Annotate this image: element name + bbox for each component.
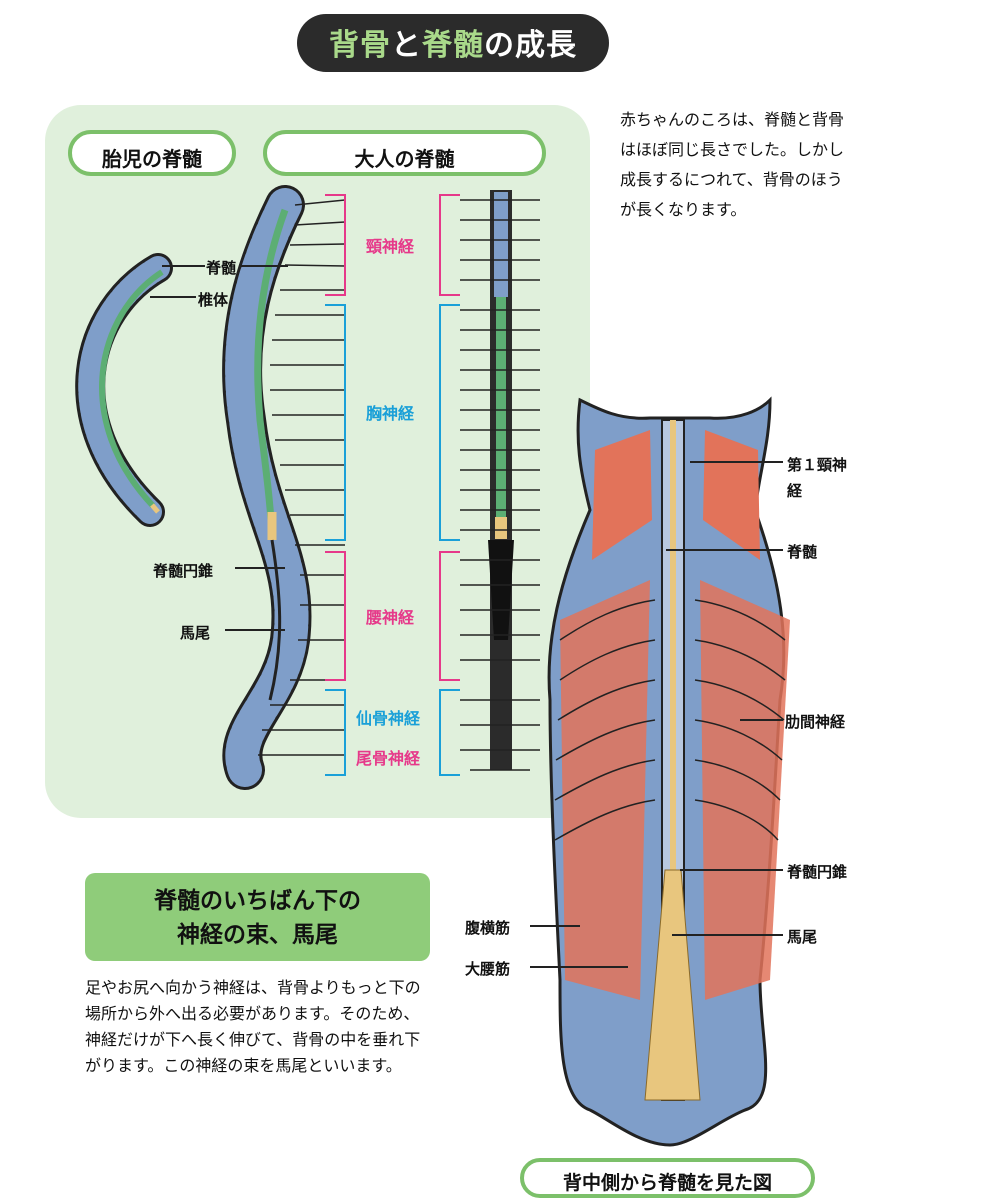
label-psoas: 大腰筋 xyxy=(465,960,511,978)
adult-label: 大人の脊髄 xyxy=(263,130,546,176)
title-particle: と xyxy=(391,28,422,63)
label-intercostal: 肋間神経 xyxy=(785,713,846,731)
fetal-label: 胎児の脊髄 xyxy=(68,130,236,176)
label-spinal-cord: 脊髄 xyxy=(206,259,237,277)
back-view-illustration xyxy=(547,396,790,1147)
title-suffix: の成長 xyxy=(484,28,577,63)
title-word-backbone: 背骨 xyxy=(329,28,391,63)
region-thoracic: 胸神経 xyxy=(366,404,415,423)
region-lumbar: 腰神経 xyxy=(366,608,415,627)
section-heading-line1: 脊髄のいちばん下の xyxy=(154,888,361,914)
label-vertebra: 椎体 xyxy=(198,291,229,309)
region-sacral: 仙骨神経 xyxy=(356,709,421,728)
label-conus: 脊髄円錐 xyxy=(153,562,214,580)
section-heading: 脊髄のいちばん下の 神経の束、馬尾 xyxy=(85,884,430,952)
region-coccygeal: 尾骨神経 xyxy=(356,749,421,768)
back-view-caption: 背中側から脊髄を見た図 xyxy=(520,1158,815,1198)
label-transverse-abdominis: 腹横筋 xyxy=(465,919,511,937)
body-text: 足やお尻へ向かう神経は、背骨よりもっと下の場所から外へ出る必要があります。そのた… xyxy=(85,978,421,1075)
label-c1-nerve: 第１頸神経 xyxy=(787,456,848,500)
label-back-conus: 脊髄円錐 xyxy=(787,863,848,881)
label-back-cauda: 馬尾 xyxy=(787,928,818,946)
page-title: 背骨と脊髄の成長 xyxy=(297,20,609,64)
section-heading-line2: 神経の束、馬尾 xyxy=(177,922,338,948)
adult-spine-side-illustration xyxy=(222,185,346,790)
label-cauda: 馬尾 xyxy=(180,624,211,642)
intro-text: 赤ちゃんのころは、脊髄と背骨はほぼ同じ長さでした。しかし成長するにつれて、背骨の… xyxy=(620,110,845,219)
adult-spine-front-illustration xyxy=(460,190,540,771)
region-cervical: 頸神経 xyxy=(366,237,415,256)
title-word-cord: 脊髄 xyxy=(422,28,484,63)
label-back-spinal-cord: 脊髄 xyxy=(787,543,818,561)
fetal-spine-illustration xyxy=(75,253,173,527)
section-heading-box xyxy=(85,873,430,961)
title-banner xyxy=(297,14,609,72)
